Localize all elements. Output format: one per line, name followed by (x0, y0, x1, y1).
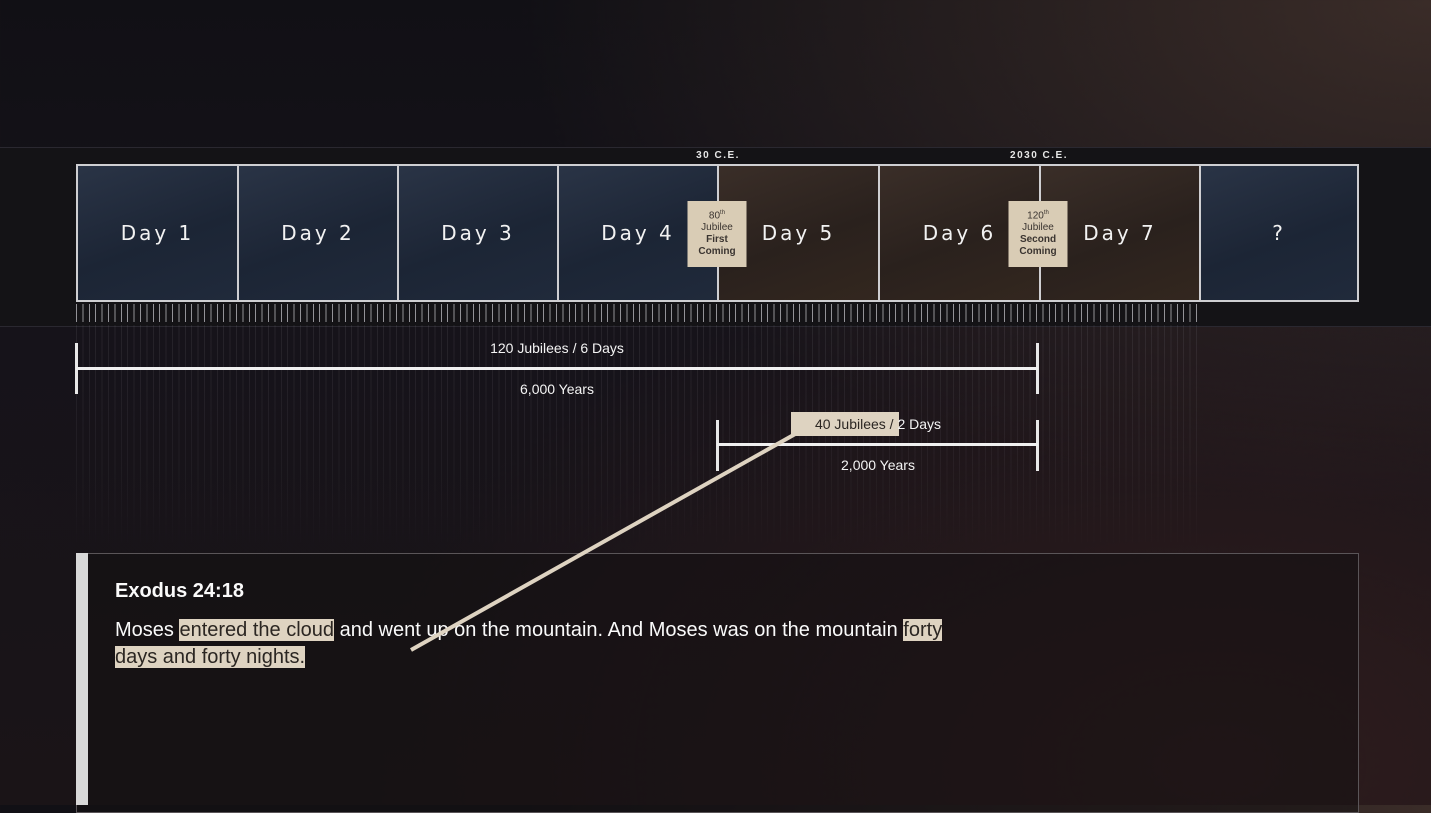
day-3-cell: Day 3 (399, 166, 559, 300)
day-label: Day 7 (1083, 221, 1157, 245)
six-days-top-label: 120 Jubilees / 6 Days (490, 340, 624, 356)
day-label: Day 5 (761, 221, 836, 245)
day-label: ? (1272, 221, 1286, 245)
date-label-2030ce: 2030 C.E. (1010, 150, 1068, 161)
day-7-cell: Day 7 (1041, 166, 1201, 300)
six-days-span-line (76, 367, 1038, 370)
day-label: Day 1 (120, 221, 195, 245)
days-timeline: Day 1 Day 2 Day 3 Day 4 Day 5 Day 6 Day … (76, 164, 1359, 302)
two-days-top-label: 40 Jubilees / 2 Days (814, 416, 942, 432)
timeline-tick-marks (76, 304, 1198, 322)
jubilee-line1: Second (1019, 234, 1057, 246)
day-label: Day 3 (441, 221, 515, 245)
verse-part: Moses (115, 619, 180, 641)
day-label: Day 2 (281, 221, 355, 245)
connector-stroke (410, 431, 798, 652)
verse-text: Moses entered the cloud and went up on t… (115, 617, 975, 671)
jubilee-line2: Coming (698, 246, 736, 258)
two-days-span-line (717, 443, 1038, 446)
day-2-cell: Day 2 (239, 166, 399, 300)
day-label: Day 4 (601, 221, 675, 245)
six-days-bottom-label: 6,000 Years (520, 381, 594, 397)
unknown-day-cell: ? (1201, 166, 1357, 300)
first-coming-card: 80th Jubilee First Coming (687, 201, 747, 267)
forty-jubilees-highlight (791, 412, 899, 436)
jubilee-number: 120th (1027, 210, 1049, 222)
jubilee-line1: First (706, 234, 728, 246)
verse-panel-accent-bar (76, 553, 88, 805)
verse-reference: Exodus 24:18 (115, 580, 244, 602)
verse-panel (76, 553, 1359, 813)
jubilee-word: Jubilee (701, 222, 733, 234)
verse-highlight-cloud: entered the cloud (179, 619, 335, 641)
jubilee-line2: Coming (1019, 246, 1057, 258)
jubilee-number: 80th (708, 210, 726, 222)
verse-part: and went up on the mountain. And Moses w… (334, 619, 904, 641)
timeline-fade-streaks (76, 325, 1198, 555)
date-label-30ce: 30 C.E. (696, 150, 740, 161)
two-days-bottom-label: 2,000 Years (841, 457, 915, 473)
day-label: Day 6 (922, 221, 997, 245)
jubilee-word: Jubilee (1022, 222, 1054, 234)
day-1-cell: Day 1 (78, 166, 239, 300)
second-coming-card: 120th Jubilee Second Coming (1008, 201, 1068, 267)
